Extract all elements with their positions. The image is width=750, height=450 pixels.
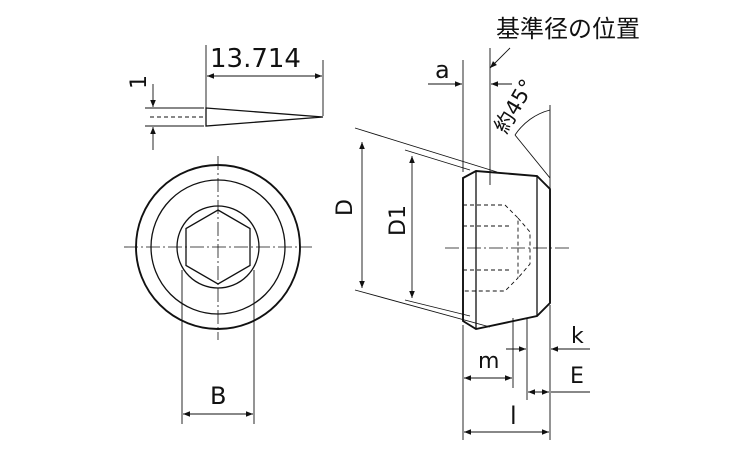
d-top-extension	[354, 127, 498, 173]
d1-top-extension	[404, 149, 471, 171]
taper-wedge	[205, 107, 324, 127]
outer-circle	[135, 164, 301, 330]
e-label: E	[570, 364, 584, 389]
hex-socket-circle	[176, 205, 260, 289]
hex-socket	[185, 209, 251, 285]
taper-rise-label: 1	[127, 75, 152, 89]
hidden-socket-outline	[463, 204, 519, 292]
m-label: m	[478, 349, 499, 374]
reference-diameter-label: 基準径の位置	[496, 15, 640, 43]
plug-outline	[462, 170, 551, 331]
l-label: l	[510, 402, 517, 430]
d-bottom-extension	[354, 289, 491, 328]
front-view: B	[124, 156, 312, 424]
inner-circle	[150, 179, 286, 315]
k-label: k	[571, 324, 584, 349]
d-label: D	[333, 199, 358, 216]
d1-bottom-extension	[404, 299, 471, 317]
b-label: B	[210, 382, 226, 410]
reference-leader	[489, 47, 511, 69]
taper-length-label: 13.714	[210, 44, 301, 74]
a-label: a	[435, 56, 450, 84]
angle-arc	[514, 109, 551, 136]
d1-label: D1	[386, 205, 411, 236]
side-view: 基準径の位置 a 約45° D D1	[333, 15, 640, 440]
taper-ratio-indicator: 13.714 1	[127, 44, 324, 150]
angle-leader	[514, 134, 551, 179]
hidden-socket-tip	[517, 217, 531, 279]
